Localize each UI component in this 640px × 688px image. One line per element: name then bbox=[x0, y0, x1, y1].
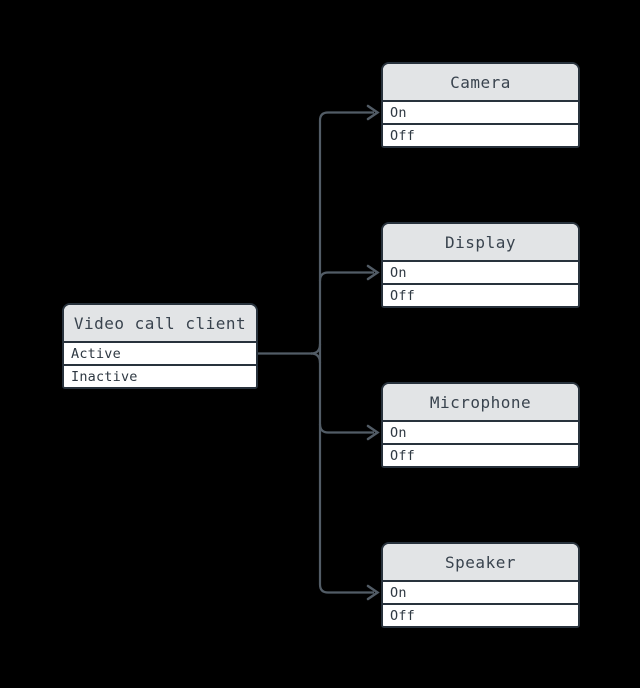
node-speaker: Speaker On Off bbox=[381, 542, 580, 628]
node-row-on: On bbox=[383, 102, 578, 123]
arrowhead-camera-icon bbox=[366, 104, 380, 121]
node-row-off: Off bbox=[383, 283, 578, 306]
connector-fork-down-curve bbox=[310, 352, 322, 364]
node-row-inactive: Inactive bbox=[64, 364, 256, 387]
node-row-on: On bbox=[383, 422, 578, 443]
node-title: Camera bbox=[383, 64, 578, 102]
node-row-off: Off bbox=[383, 603, 578, 626]
node-row-off: Off bbox=[383, 443, 578, 466]
node-camera: Camera On Off bbox=[381, 62, 580, 148]
arrowhead-microphone-icon bbox=[366, 424, 380, 441]
node-title: Video call client bbox=[64, 305, 256, 343]
node-title: Display bbox=[383, 224, 578, 262]
node-video-call-client: Video call client Active Inactive bbox=[62, 303, 258, 389]
node-row-off: Off bbox=[383, 123, 578, 146]
connector-branch-microphone bbox=[318, 423, 374, 434]
node-row-active: Active bbox=[64, 343, 256, 364]
node-title: Speaker bbox=[383, 544, 578, 582]
node-row-on: On bbox=[383, 262, 578, 283]
connector-trunk bbox=[318, 111, 374, 594]
node-title: Microphone bbox=[383, 384, 578, 422]
arrowhead-display-icon bbox=[366, 264, 380, 281]
node-display: Display On Off bbox=[381, 222, 580, 308]
arrowhead-speaker-icon bbox=[366, 584, 380, 601]
node-microphone: Microphone On Off bbox=[381, 382, 580, 468]
connector-fork-up-curve bbox=[310, 343, 322, 355]
connector-branch-display bbox=[318, 271, 374, 282]
node-row-on: On bbox=[383, 582, 578, 603]
